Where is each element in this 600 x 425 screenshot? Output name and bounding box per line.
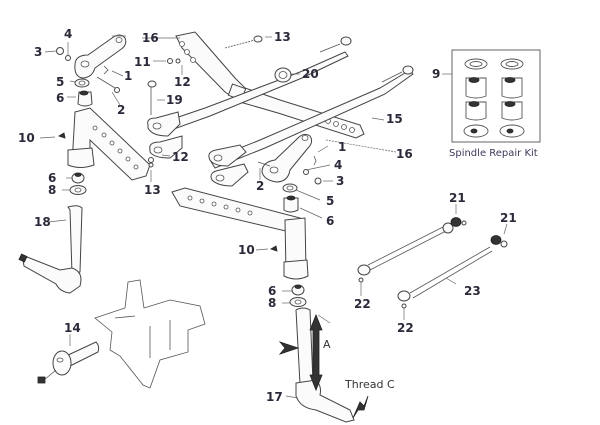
callout-14: 14 (64, 321, 81, 335)
callout-6: 6 (56, 91, 65, 105)
spindle-repair-kit (451, 49, 541, 143)
callout-6d: 6 (268, 284, 277, 298)
callout-17: 17 (266, 390, 283, 404)
callout-23: 23 (464, 284, 481, 298)
steering-arm-16-left (74, 34, 127, 79)
callout-4: 4 (64, 27, 73, 41)
callout-8b: 8 (268, 296, 277, 310)
hardware-right (257, 155, 322, 213)
spindle-18 (18, 205, 83, 294)
callout-21b: 21 (500, 211, 517, 225)
callout-12: 12 (174, 75, 191, 89)
callout-1b: 1 (338, 140, 347, 154)
callout-22b: 22 (397, 321, 414, 335)
callout-10: 10 (18, 131, 35, 145)
bolt-13 (224, 35, 263, 49)
rod-yokes-middle (208, 144, 249, 187)
callout-3: 3 (34, 45, 43, 59)
callout-16b: 16 (396, 147, 413, 161)
callout-5b: 5 (326, 194, 335, 208)
rod-yokes-left (147, 111, 183, 159)
callout-20: 20 (302, 67, 319, 81)
callout-15: 15 (386, 112, 403, 126)
callout-13: 13 (274, 30, 291, 44)
spindle-housing-right (171, 187, 309, 280)
kit-caption: Spindle Repair Kit (449, 148, 538, 159)
callout-13b: 13 (144, 183, 161, 197)
callout-19: 19 (166, 93, 183, 107)
dimension-a-label: A (323, 338, 331, 351)
grease-fitting-10 (58, 132, 66, 139)
spindle-housing-left (67, 107, 151, 195)
king-pin-14 (37, 341, 100, 384)
callout-1: 1 (124, 69, 133, 83)
callout-21: 21 (449, 191, 466, 205)
callout-10b: 10 (238, 243, 255, 257)
callout-12b: 12 (172, 150, 189, 164)
callout-5: 5 (56, 75, 65, 89)
callout-8: 8 (48, 183, 57, 197)
callout-6b: 6 (48, 171, 57, 185)
bolt-19 (147, 58, 181, 168)
callout-4b: 4 (334, 158, 343, 172)
hardware-left (56, 47, 120, 107)
callout-16: 16 (142, 31, 159, 45)
leader-lines (39, 35, 508, 399)
callout-11: 11 (134, 55, 151, 69)
spindle-17 (278, 284, 369, 423)
callout-3b: 3 (336, 174, 345, 188)
axle-bracket (94, 279, 206, 389)
bushing-20 (274, 67, 292, 83)
steering-arm-16-right (261, 133, 313, 183)
callout-18: 18 (34, 215, 51, 229)
callout-6c: 6 (326, 214, 335, 228)
callout-9: 9 (432, 67, 441, 81)
callout-22: 22 (354, 297, 371, 311)
tie-rods (357, 217, 508, 309)
callout-2: 2 (117, 103, 126, 117)
thread-c-label: Thread C (345, 378, 395, 391)
callout-2b: 2 (256, 179, 265, 193)
